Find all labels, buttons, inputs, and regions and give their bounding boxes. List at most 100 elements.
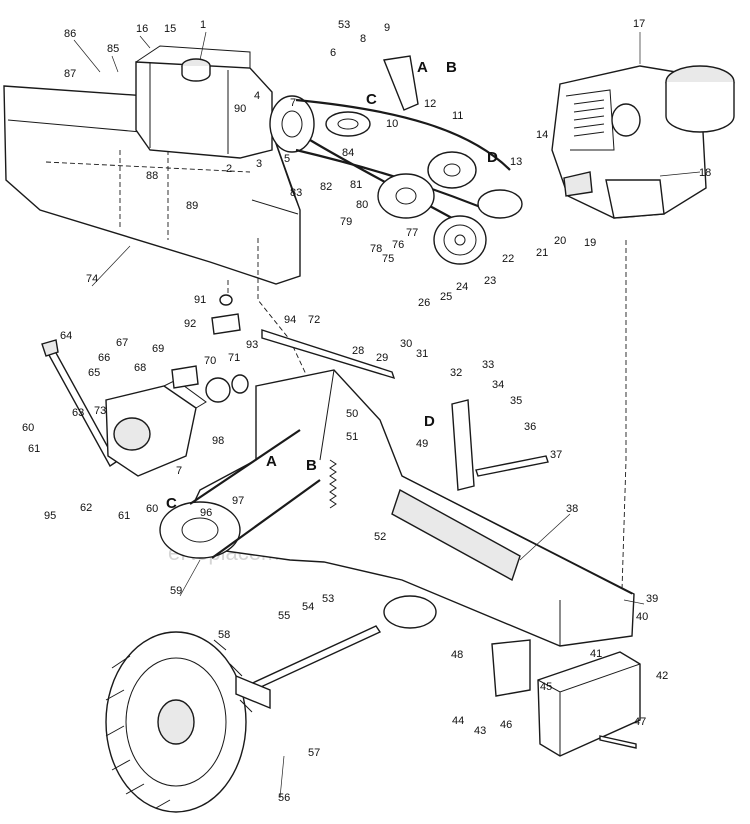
fuel-tank — [135, 45, 273, 159]
leader-lines — [73, 31, 701, 799]
callout: 84 — [342, 147, 354, 159]
callout: 47 — [634, 716, 646, 728]
callout: 11 — [452, 110, 463, 122]
callout: 98 — [212, 435, 224, 447]
callout: 71 — [228, 352, 240, 364]
callout: 54 — [302, 601, 314, 613]
callout: 2 — [226, 163, 232, 175]
callout: 33 — [482, 359, 494, 371]
callout: 86 — [64, 28, 76, 40]
callout: 60 — [146, 503, 158, 515]
callout: 81 — [350, 179, 362, 191]
callout: 82 — [320, 181, 332, 193]
idler-pulley-group — [377, 151, 523, 265]
callout: 55 — [278, 610, 290, 622]
callout: 24 — [456, 281, 468, 293]
callout: 45 — [540, 681, 552, 693]
callout: 46 — [500, 719, 512, 731]
callout: 32 — [450, 367, 462, 379]
axle-shaft — [244, 625, 382, 693]
callout: 74 — [86, 273, 98, 285]
callout: 78 — [370, 243, 382, 255]
chain-case — [159, 429, 321, 559]
callout: 16 — [136, 23, 148, 35]
callout: 53 — [338, 19, 350, 31]
callout: 41 — [590, 648, 602, 660]
callout: 57 — [308, 747, 320, 759]
callout: 12 — [424, 98, 436, 110]
callout: 18 — [699, 167, 711, 179]
callout: 93 — [246, 339, 258, 351]
bolt-47 — [599, 735, 637, 749]
ref-letter-c-bottom: C — [166, 495, 177, 512]
ref-letter-a-top: A — [417, 59, 428, 76]
callout: 38 — [566, 503, 578, 515]
callout: 14 — [536, 129, 548, 141]
callout: 62 — [80, 502, 92, 514]
callout: 5 — [284, 153, 290, 165]
callout: 35 — [510, 395, 522, 407]
callout: 64 — [60, 330, 72, 342]
callout: 31 — [416, 348, 428, 360]
ref-letter-a-bottom: A — [266, 453, 277, 470]
callout: 61 — [28, 443, 40, 455]
bumper-bracket — [491, 639, 531, 697]
callout: 21 — [536, 247, 548, 259]
callout: 9 — [384, 22, 390, 34]
engine-pulley-group — [269, 95, 371, 153]
ref-letter-b-top: B — [446, 59, 457, 76]
callout: 96 — [200, 507, 212, 519]
callout: 80 — [356, 199, 368, 211]
ref-letter-d-top: D — [487, 149, 498, 166]
shift-linkage — [451, 399, 549, 491]
callout: 51 — [346, 431, 358, 443]
callout: 97 — [232, 495, 244, 507]
callout: 89 — [186, 200, 198, 212]
callout: 69 — [152, 343, 164, 355]
main-frame — [185, 369, 635, 647]
callout: 34 — [492, 379, 504, 391]
gearbox-housing — [105, 379, 207, 477]
callout: 7 — [176, 465, 182, 477]
callout: 72 — [308, 314, 320, 326]
callout: 40 — [636, 611, 648, 623]
callout: 22 — [502, 253, 514, 265]
callout: 6 — [330, 47, 336, 59]
callout: 49 — [416, 438, 428, 450]
callout: 13 — [510, 156, 522, 168]
callout: 28 — [352, 345, 364, 357]
callout: 8 — [360, 33, 366, 45]
callout: 85 — [107, 43, 119, 55]
callout: 43 — [474, 725, 486, 737]
bracket-9 — [383, 55, 419, 111]
callout: 44 — [452, 715, 464, 727]
callout: 23 — [484, 275, 496, 287]
ref-letter-c-top: C — [366, 91, 377, 108]
callout: 61 — [118, 510, 130, 522]
ref-letter-b-bottom: B — [306, 457, 317, 474]
spring-52 — [329, 459, 337, 509]
ref-letter-d-bottom: D — [424, 413, 435, 430]
callout: 94 — [284, 314, 296, 326]
callout: 15 — [164, 23, 176, 35]
coupling-parts — [171, 365, 249, 403]
front-weight — [537, 651, 641, 757]
callout: 75 — [382, 253, 394, 265]
callout: 77 — [406, 227, 418, 239]
callout: 91 — [194, 294, 206, 306]
callout: 48 — [451, 649, 463, 661]
callout: 90 — [234, 103, 246, 115]
callout: 83 — [290, 187, 302, 199]
callout: 68 — [134, 362, 146, 374]
callout: 79 — [340, 216, 352, 228]
callout: 26 — [418, 297, 430, 309]
callout: 95 — [44, 510, 56, 522]
callout: 87 — [64, 68, 76, 80]
callout: 3 — [256, 158, 262, 170]
callout: 63 — [72, 407, 84, 419]
callout: 7 — [290, 97, 296, 109]
callout: 30 — [400, 338, 412, 350]
callout: 52 — [374, 531, 386, 543]
callout: 59 — [170, 585, 182, 597]
hose-fitting — [211, 294, 241, 335]
